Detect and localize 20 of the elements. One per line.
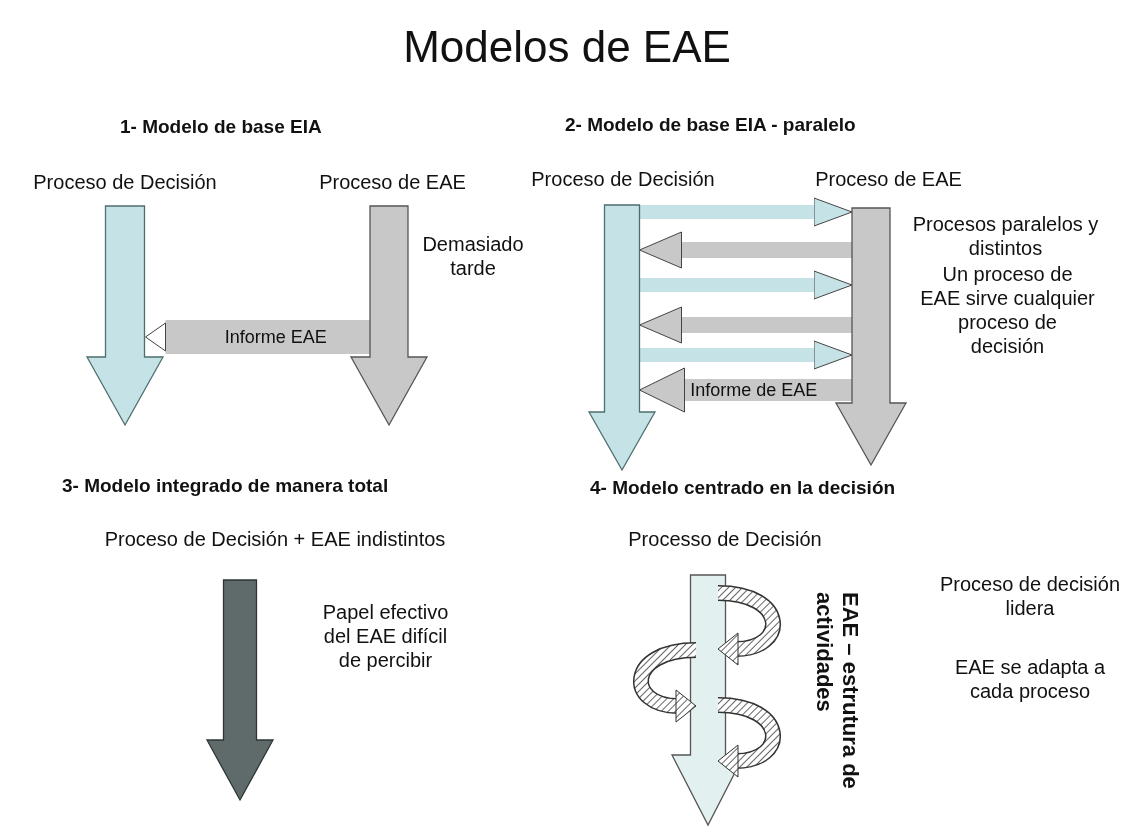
note-text: Un proceso de EAE sirve cualquier proceso de decisión <box>920 262 1095 358</box>
process-label: Processo de Decisión <box>627 527 823 551</box>
edge-label: Informe de EAE <box>689 379 819 401</box>
section-heading: 3- Modelo integrado de manera total <box>62 475 389 497</box>
note-text: Proceso de decisión lidera <box>938 572 1122 620</box>
note-text: EAE se adapta a cada proceso <box>953 655 1107 703</box>
section-heading: 4- Modelo centrado en la decisión <box>590 477 896 499</box>
note-text: Procesos paralelos y distintos <box>911 212 1100 260</box>
process-label: Proceso de EAE <box>814 167 963 191</box>
process-label: Proceso de Decisión <box>32 170 218 194</box>
vertical-note: EAE – estrutura de actividades <box>812 592 863 791</box>
note-text: Papel efectivo del EAE difícil de percibir <box>321 600 450 672</box>
process-label: Proceso de Decisión <box>530 167 716 191</box>
title: Modelos de EAE <box>402 22 732 72</box>
section-heading: 1- Modelo de base EIA <box>120 116 322 138</box>
note-text: Demasiado tarde <box>421 232 525 280</box>
section-heading: 2- Modelo de base EIA - paralelo <box>565 114 856 136</box>
process-label: Proceso de Decisión + EAE indistintos <box>103 527 447 551</box>
edge-label: Informe EAE <box>223 326 328 348</box>
process-label: Proceso de EAE <box>318 170 467 194</box>
